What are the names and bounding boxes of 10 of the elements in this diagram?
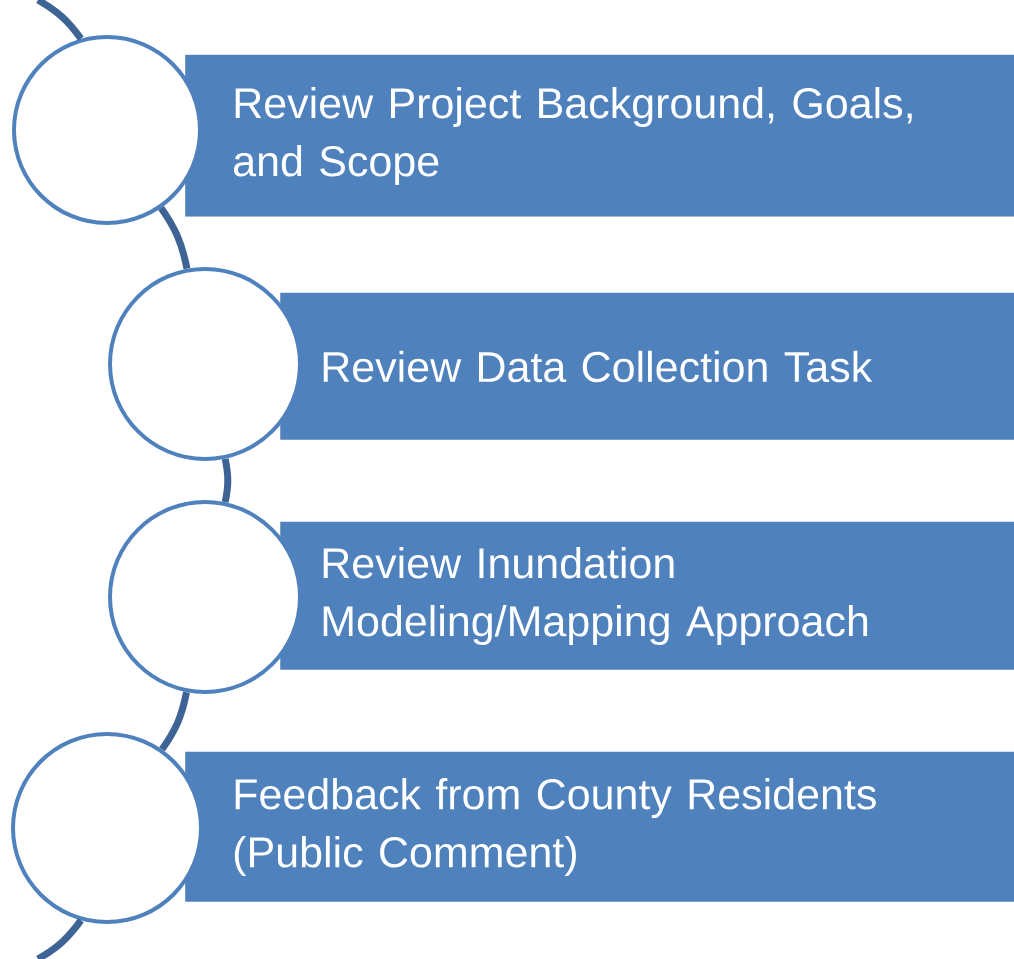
step-bar: Feedback from County Residents (Public Comment) [185,751,1014,902]
connector-line [159,691,190,752]
connector-line [221,458,232,503]
connector-line [36,0,84,41]
connector-line [158,206,191,270]
step-circle [11,732,203,924]
step-bar: Review Project Background, Goals, and Scope [185,54,1014,217]
step-bar: Review Inundation Modeling/Mapping Approach [280,521,1014,670]
step-bar: Review Data Collection Task [280,292,1014,440]
connector-line [36,918,84,959]
